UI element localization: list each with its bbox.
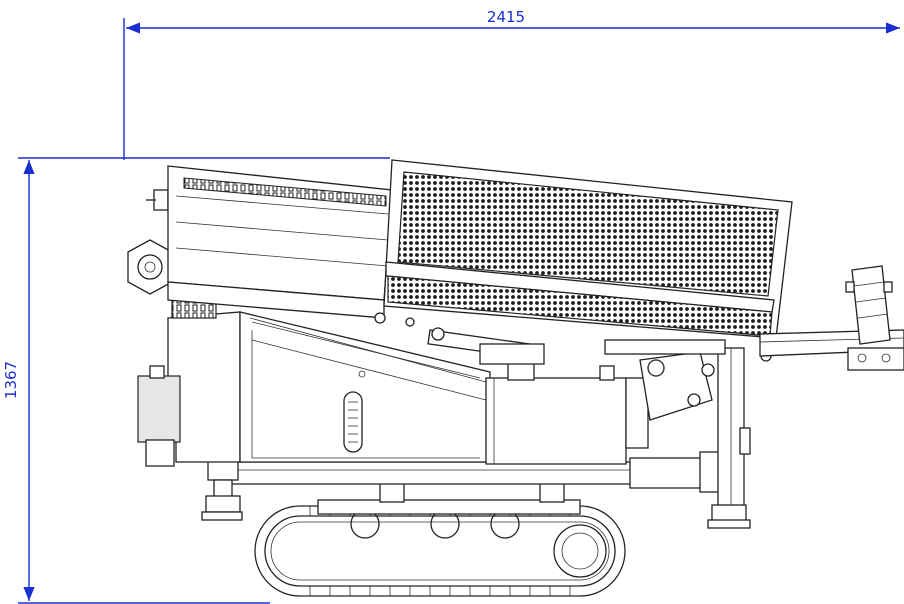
crawler-track (254, 481, 626, 597)
lift-linkage (427, 327, 726, 421)
screen-box (374, 159, 793, 362)
drive-pulley (127, 189, 173, 295)
discharge-conveyor (759, 265, 904, 371)
tank-box (485, 361, 649, 465)
right-outrigger (707, 347, 751, 529)
height-dimension: 1367 (2, 157, 390, 604)
width-dimension: 2415 (123, 8, 900, 160)
width-dimension-label: 2415 (487, 8, 525, 26)
engine-housing (137, 287, 241, 467)
rear-conveyor (167, 165, 393, 319)
height-dimension-label: 1367 (2, 361, 20, 399)
